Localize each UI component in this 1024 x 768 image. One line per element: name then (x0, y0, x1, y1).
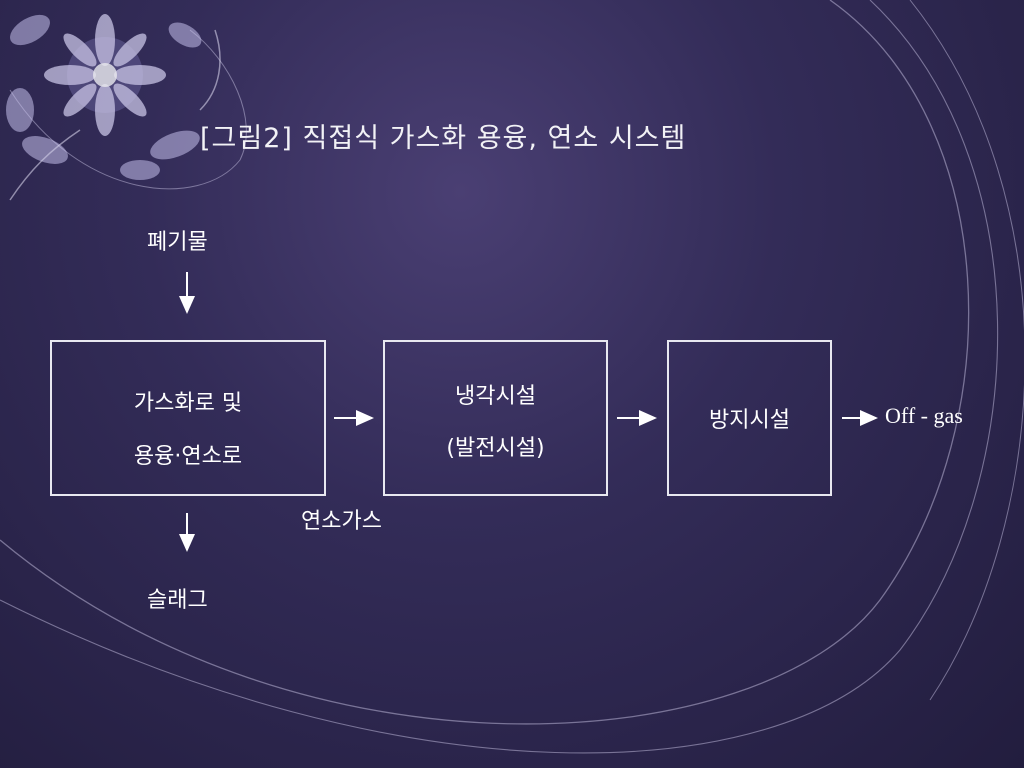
slag-label: 슬래그 (147, 588, 208, 613)
box1-line2: 용융·연소로 (133, 444, 243, 469)
box-cooling-facility: 냉각시설 (발전시설) (383, 340, 608, 496)
output-label-offgas: Off - gas (885, 403, 963, 428)
decor-arc-2 (0, 0, 999, 754)
decor-arc-1 (0, 0, 970, 725)
decor-arc-4 (9, 29, 247, 190)
page-title: [그림2] 직접식 가스화 용융, 연소 시스템 (200, 123, 687, 154)
combustion-gas-label: 연소가스 (301, 509, 382, 534)
box-prevention-facility: 방지시설 (667, 340, 832, 496)
input-label-waste: 폐기물 (147, 230, 208, 255)
box2-line1: 냉각시설 (455, 384, 536, 409)
box3-line1: 방지시설 (709, 408, 790, 433)
decor-arc-3 (909, 0, 1024, 701)
box1-line1: 가스화로 및 (133, 391, 243, 416)
box-gasification-furnace: 가스화로 및 용융·연소로 (50, 340, 326, 496)
box2-line2: (발전시설) (446, 436, 545, 461)
flower-ornament-icon (6, 14, 221, 201)
